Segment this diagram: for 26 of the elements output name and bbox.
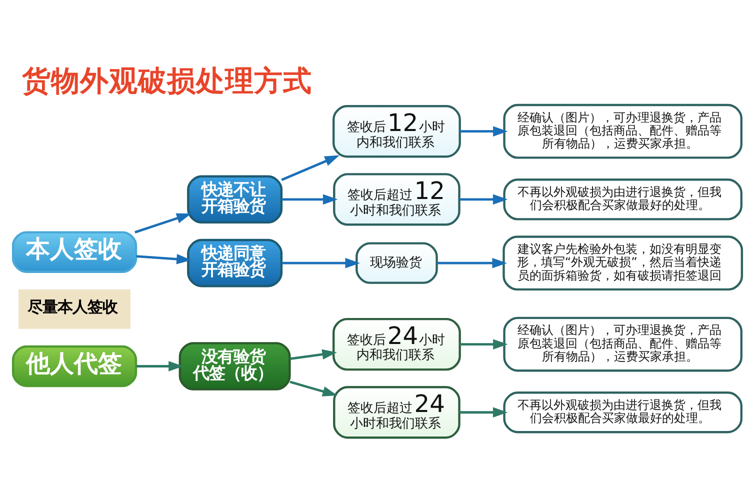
arrow (136, 360, 184, 371)
diagram-title: 货物外观破损处理方式 (22, 64, 312, 98)
node-box: 不再以外观破损为由进行退换货，但我们会积极配合买家做最好的处理。 (503, 178, 742, 220)
node-box: 建议客户先检验外包装，如没有明显变形，填写“外观无破损”，然后当着快递员的面拆箱验货，如有破损请拒签退回 (502, 235, 744, 290)
node-box: 经确认（图片），可办理退换货，产品原包装退回（包括商品、配件、赠品等所有物品），运费买家承担。 (503, 103, 742, 158)
arrow (290, 348, 337, 360)
node-box: 经确认（图片），可办理退换货，产品原包装退回（包括商品、配件、赠品等所有物品），运费买家承担。 (503, 316, 742, 372)
arrow (459, 406, 508, 418)
node-box: 他人代签 (12, 344, 138, 387)
arrow (460, 338, 508, 349)
arrow (136, 253, 192, 264)
arrow (282, 257, 360, 268)
arrow (460, 126, 508, 136)
node-box: 不再以外观破损为由进行退换货，但我们会积极配合买家做最好的处理。 (503, 391, 742, 433)
node-box: 本人签收 (12, 230, 138, 272)
node-box: 没有验货代签（收） (178, 342, 291, 390)
label: 尽量本人签收 (27, 298, 118, 316)
node-box: 快递不让开箱验货 (187, 174, 283, 224)
arrow (282, 194, 338, 204)
node-box: 现场验货 (356, 242, 438, 284)
arrow (290, 380, 338, 396)
arrow (134, 212, 192, 233)
arrow (459, 194, 508, 204)
arrow (436, 257, 507, 268)
arrow (281, 154, 340, 181)
node-box: 快递同意开箱验货 (187, 238, 283, 287)
